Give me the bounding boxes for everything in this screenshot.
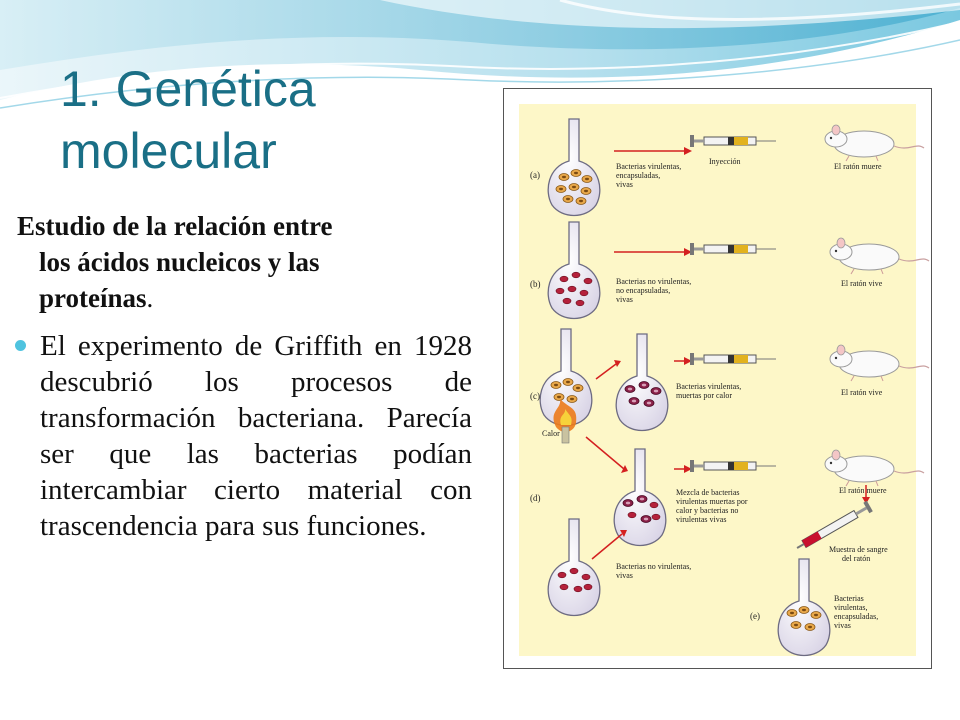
row-e-letter: (e) <box>750 611 760 621</box>
row-b-bacteria-3: vivas <box>616 295 633 304</box>
title-line-1: 1. Genética <box>60 61 316 117</box>
row-d-blood-1: Muestra de sangre <box>829 545 888 554</box>
row-b-result: El ratón vive <box>841 279 883 288</box>
row-d-letter: (d) <box>530 493 541 503</box>
row-e-bacteria-1: Bacterias <box>834 594 864 603</box>
row-c-heat: Calor <box>542 429 560 438</box>
title-line-2: molecular <box>60 123 277 179</box>
row-e-bacteria-2: virulentas, <box>834 603 868 612</box>
row-d-mix-2: virulentas muertas por <box>676 497 748 506</box>
subtitle-line-2: los ácidos nucleicos y las <box>39 247 320 277</box>
subtitle-period: . <box>146 283 154 313</box>
row-e-bacteria-3: encapsuladas, <box>834 612 878 621</box>
row-c: (c) Calor Bacterias virulentas, muertas … <box>530 328 930 444</box>
row-d-mix-3: calor y bacterias no <box>676 506 738 515</box>
row-d-mix-1: Mezcla de bacterias <box>676 488 740 497</box>
bullet-body-text: El experimento de Griffith en 1928 descu… <box>40 330 472 542</box>
row-b-bacteria-1: Bacterias no virulentas, <box>616 277 691 286</box>
row-a-result: El ratón muere <box>834 162 882 171</box>
row-d-mix-4: virulentas vivas <box>676 515 726 524</box>
row-a-action: Inyección <box>709 157 741 166</box>
row-d-blood-2: del ratón <box>842 554 870 563</box>
row-d-bacteria-2: vivas <box>616 571 633 580</box>
subtitle-line-3: proteínas <box>39 283 147 313</box>
row-e-bacteria-4: vivas <box>834 621 851 630</box>
row-c-result: El ratón vive <box>841 388 883 397</box>
bullet-icon <box>15 340 26 351</box>
row-b-bacteria-2: no encapsuladas, <box>616 286 670 295</box>
slide-title: 1. Genética molecular <box>60 58 480 182</box>
row-b: (b) Bacterias no virulentas, no encapsul… <box>530 221 930 320</box>
row-a-bacteria-2: encapsuladas, <box>616 171 660 180</box>
row-c-bacteria-2: muertas por calor <box>676 391 732 400</box>
row-c-letter: (c) <box>530 391 540 401</box>
row-e: (e) Bacterias virulentas, encapsuladas, … <box>750 558 878 657</box>
header-wave <box>0 0 960 109</box>
row-d-result: El ratón muere <box>839 486 887 495</box>
row-d: (d) Mezcla de bacterias virulentas muert… <box>530 436 925 617</box>
subtitle-line-3-wrap: proteínas. <box>17 280 472 316</box>
slide-subtitle: Estudio de la relación entre los ácidos … <box>17 208 472 316</box>
row-d-bacteria-1: Bacterias no virulentas, <box>616 562 691 571</box>
row-b-letter: (b) <box>530 279 541 289</box>
row-a-bacteria-1: Bacterias virulentas, <box>616 162 681 171</box>
griffith-experiment-figure: (a) Bacterias virulentas, encapsuladas, … <box>503 88 932 669</box>
row-a-bacteria-3: vivas <box>616 180 633 189</box>
row-a: (a) Bacterias virulentas, encapsuladas, … <box>530 118 925 217</box>
row-c-bacteria-1: Bacterias virulentas, <box>676 382 741 391</box>
subtitle-line-1: Estudio de la relación entre <box>17 211 333 241</box>
row-a-letter: (a) <box>530 170 540 180</box>
figure-illustration: (a) Bacterias virulentas, encapsuladas, … <box>519 104 930 657</box>
